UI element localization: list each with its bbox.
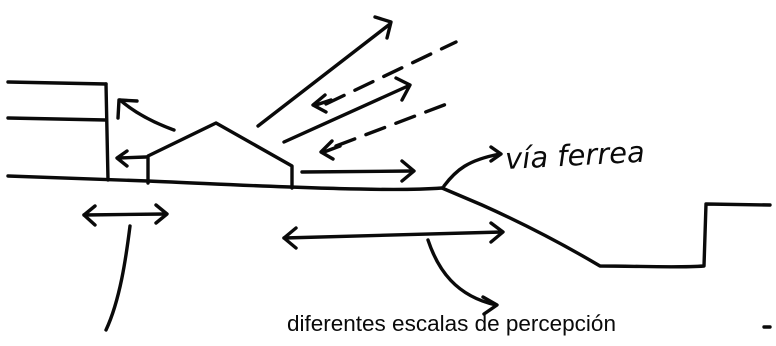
dashed-line-top xyxy=(324,40,458,106)
left-building xyxy=(6,80,110,182)
vertical-connector-line xyxy=(104,224,132,332)
double-arrow-left xyxy=(82,203,169,227)
arrow-left-lower xyxy=(319,139,342,161)
arrow-left-building-base xyxy=(115,149,148,168)
arrow-up-left-building xyxy=(116,98,176,132)
embankment xyxy=(440,186,772,269)
pointer-to-railway-label xyxy=(442,145,503,188)
pointer-to-caption xyxy=(426,238,499,316)
railway-label: vía ferrea xyxy=(504,134,646,176)
arrow-long-upper-right xyxy=(256,15,393,128)
dashed-line-bottom xyxy=(334,100,454,148)
arrow-right-ground xyxy=(300,159,416,183)
double-arrow-middle xyxy=(282,221,505,250)
arrow-left-upper xyxy=(311,93,333,114)
ground-line xyxy=(6,174,444,192)
perception-scales-caption: diferentes escalas de percepción xyxy=(287,311,616,336)
arrow-mid-upper-right xyxy=(282,76,412,144)
house-outline xyxy=(146,121,294,190)
